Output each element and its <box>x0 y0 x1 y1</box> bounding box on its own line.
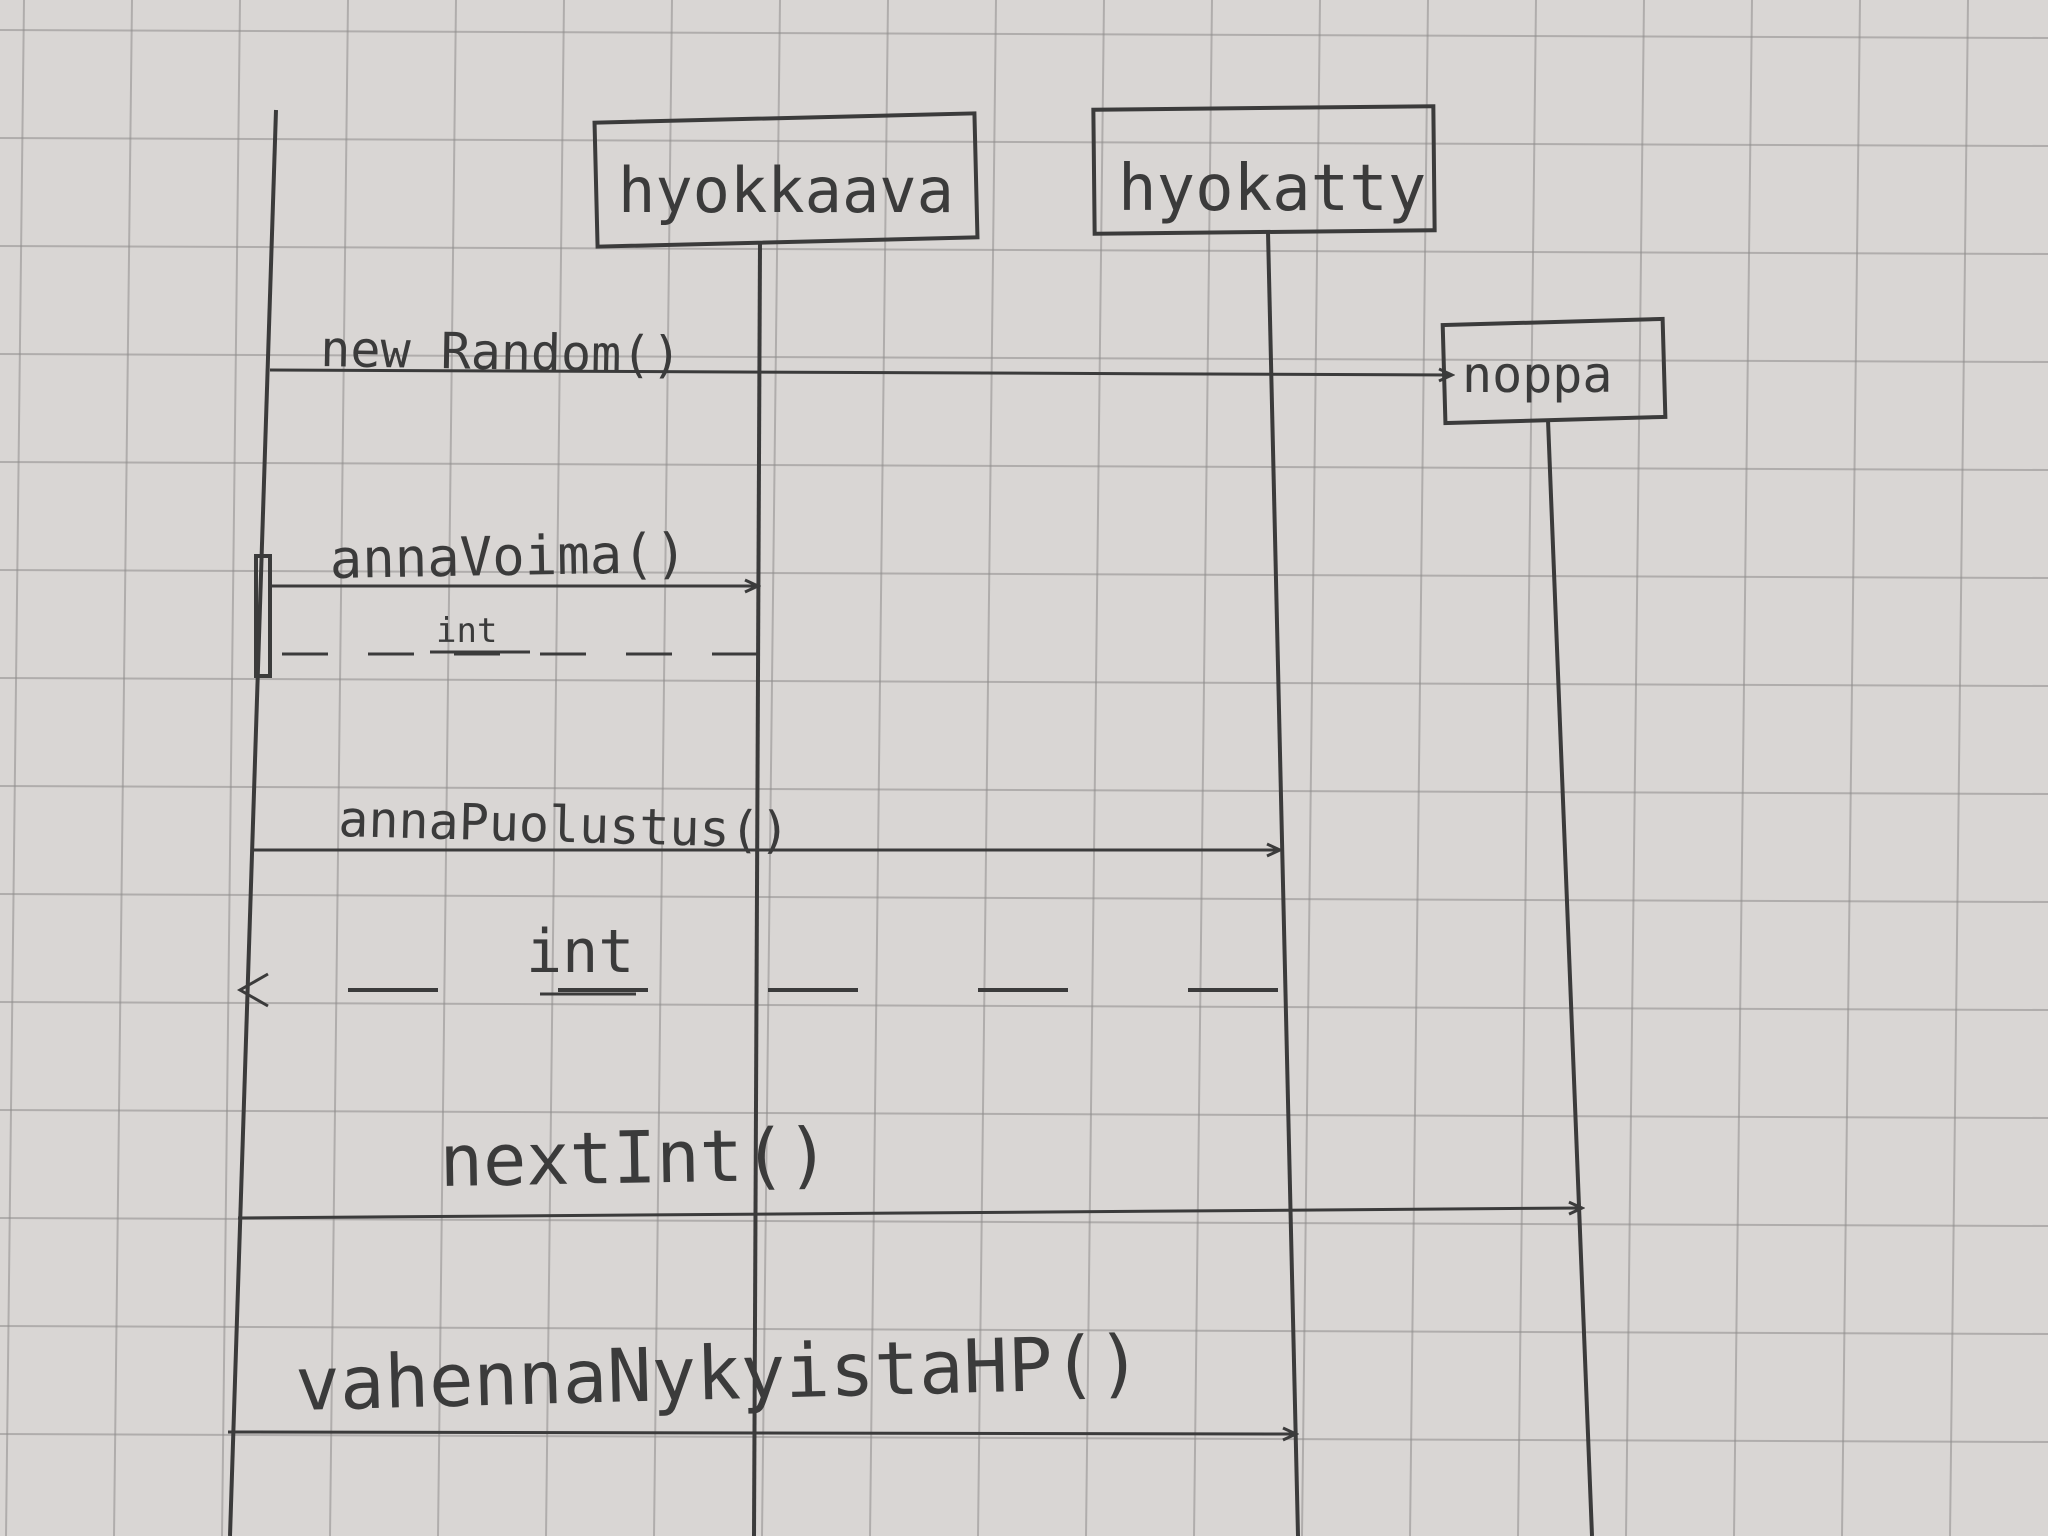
grid-line <box>653 0 673 1536</box>
lifeline-hyokatty <box>1266 231 1300 1536</box>
message-anna-voima: annaVoima() <box>268 522 758 591</box>
grid-line <box>977 0 997 1536</box>
grid-line <box>1733 0 1753 1536</box>
grid-line <box>0 245 2048 255</box>
grid-line <box>0 1001 2048 1011</box>
participant-hyokkaava: hyokkaava <box>592 111 980 249</box>
grid-line <box>5 0 25 1536</box>
return-int-puolustus: int <box>236 917 1278 1008</box>
participant-hyokatty: hyokatty <box>1091 104 1437 236</box>
grid-line <box>1193 0 1213 1536</box>
activation-bar <box>254 554 272 678</box>
grid-line <box>1841 0 1861 1536</box>
participant-label-hyokatty: hyokatty <box>1118 152 1426 226</box>
return-label: int <box>526 917 634 987</box>
grid-line <box>0 461 2048 471</box>
lifeline-noppa <box>1546 419 1594 1536</box>
grid-line <box>1625 0 1645 1536</box>
message-new-random: new Random() <box>269 320 1452 384</box>
grid-line <box>329 0 349 1536</box>
grid-line <box>1949 0 1969 1536</box>
grid-line <box>113 0 133 1536</box>
grid-line <box>0 677 2048 687</box>
message-label: new Random() <box>320 320 682 384</box>
grid-line <box>0 893 2048 903</box>
actor-lifeline <box>228 109 278 1536</box>
message-vahenna-nykyista-hp: vahennaNykyistaHP() <box>227 1320 1296 1434</box>
grid-line <box>0 785 2048 795</box>
grid-line <box>0 1433 2048 1443</box>
return-int-voima: int <box>270 611 758 656</box>
return-label: int <box>436 611 497 651</box>
grid-line <box>1301 0 1321 1536</box>
message-label: annaVoima() <box>329 522 688 591</box>
message-anna-puolustus: annaPuolustus() <box>252 790 1280 860</box>
grid-line <box>0 29 2048 39</box>
grid-line <box>437 0 457 1536</box>
grid-line <box>0 137 2048 147</box>
message-label: vahennaNykyistaHP() <box>294 1320 1142 1428</box>
participant-label-noppa: noppa <box>1462 346 1613 404</box>
grid-line <box>0 1109 2048 1119</box>
participant-noppa: noppa <box>1440 316 1668 426</box>
grid-line <box>0 1217 2048 1227</box>
message-next-int: nextInt() <box>237 1112 1582 1220</box>
grid-line <box>0 1325 2048 1335</box>
lifeline-hyokkaava <box>752 241 762 1536</box>
grid-line <box>1085 0 1105 1536</box>
grid-line <box>1517 0 1537 1536</box>
grid-line <box>869 0 889 1536</box>
message-label: nextInt() <box>439 1112 831 1203</box>
grid-line <box>545 0 565 1536</box>
grid-line <box>221 0 241 1536</box>
grid-line <box>0 569 2048 579</box>
grid-line <box>1409 0 1429 1536</box>
participant-label-hyokkaava: hyokkaava <box>618 154 954 227</box>
grid-line <box>0 353 2048 363</box>
grid-line <box>761 0 781 1536</box>
message-label: annaPuolustus() <box>338 790 791 860</box>
